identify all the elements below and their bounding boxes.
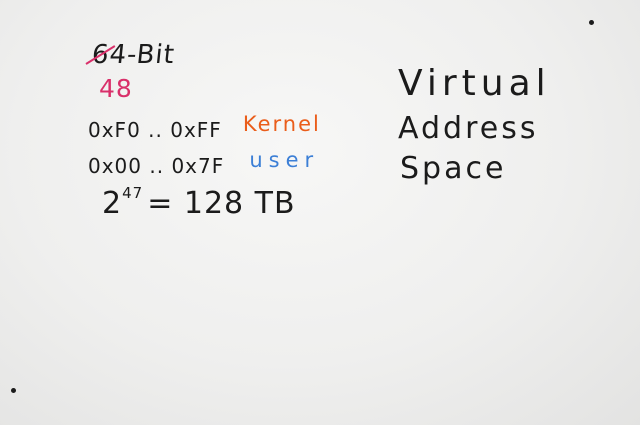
calc-result: = 128 TB [147, 186, 296, 221]
size-calculation: 247= 128 TB [102, 184, 296, 221]
calc-exponent: 47 [122, 184, 144, 202]
heading-virtual: Virtual [398, 63, 551, 104]
heading-address: Address [398, 111, 539, 146]
user-row: 0x00 .. 0x7F user [88, 148, 319, 178]
user-label: user [249, 148, 320, 172]
kernel-row: 0xF0 .. 0xFF Kernel [88, 112, 321, 142]
marker-dot [11, 388, 16, 393]
marker-dot [589, 20, 594, 25]
kernel-label: Kernel [242, 112, 321, 136]
heading-space: Space [400, 151, 507, 186]
bits-title: 64-Bit [90, 40, 177, 70]
calc-base: 2 [102, 186, 123, 221]
user-range: 0x00 .. 0x7F [88, 154, 225, 178]
bits-correction: 48 [99, 74, 133, 103]
kernel-range: 0xF0 .. 0xFF [88, 118, 222, 142]
